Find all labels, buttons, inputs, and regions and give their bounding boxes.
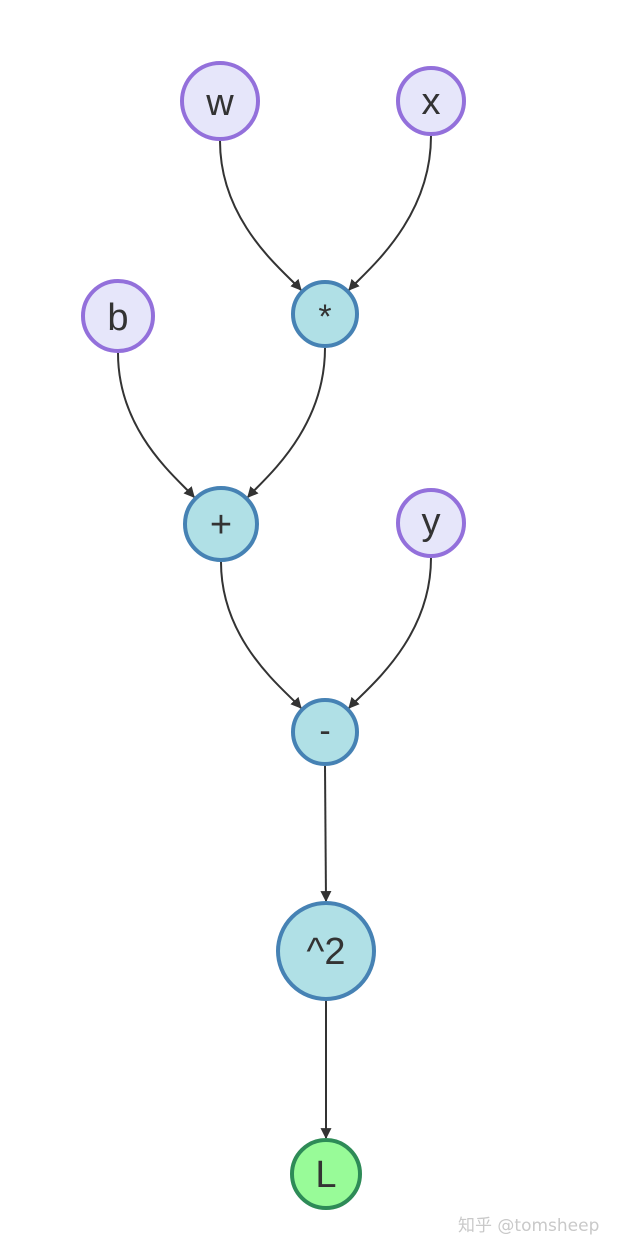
node-b: b — [81, 279, 155, 353]
node-add-label: + — [210, 504, 232, 546]
node-x: x — [396, 66, 466, 136]
node-b-label: b — [107, 297, 128, 339]
node-add-circle — [183, 486, 259, 562]
node-w-circle — [180, 61, 260, 141]
edge-mul-to-add — [247, 347, 326, 498]
edges-layer — [117, 135, 432, 1140]
node-sub-circle — [291, 698, 359, 766]
node-l-label: L — [315, 1154, 336, 1196]
edge-y-to-sub — [348, 557, 432, 709]
node-l: L — [290, 1138, 362, 1210]
node-sq: ^2 — [276, 901, 376, 1001]
edge-add-to-sub — [220, 561, 302, 709]
node-mul: * — [291, 280, 359, 348]
edge-w-to-mul — [219, 140, 302, 291]
nodes-layer: w x b * + y - ^2L — [81, 61, 466, 1210]
edge-x-to-mul — [348, 135, 432, 291]
node-x-label: x — [422, 81, 441, 123]
node-y-label: y — [422, 501, 441, 543]
node-sub-label: - — [319, 712, 330, 750]
node-l-circle — [290, 1138, 362, 1210]
node-y-circle — [396, 488, 466, 558]
node-sub: - — [291, 698, 359, 766]
edge-sub-to-sq — [320, 765, 332, 903]
node-w-label: w — [205, 82, 234, 124]
node-mul-label: * — [318, 298, 331, 336]
node-y: y — [396, 488, 466, 558]
edge-b-to-add — [117, 352, 195, 498]
node-x-circle — [396, 66, 466, 136]
node-mul-circle — [291, 280, 359, 348]
watermark: 知乎 @tomsheep — [458, 1216, 600, 1236]
node-sq-label: ^2 — [307, 931, 346, 973]
node-sq-circle — [276, 901, 376, 1001]
node-add: + — [183, 486, 259, 562]
node-w: w — [180, 61, 260, 141]
node-b-circle — [81, 279, 155, 353]
